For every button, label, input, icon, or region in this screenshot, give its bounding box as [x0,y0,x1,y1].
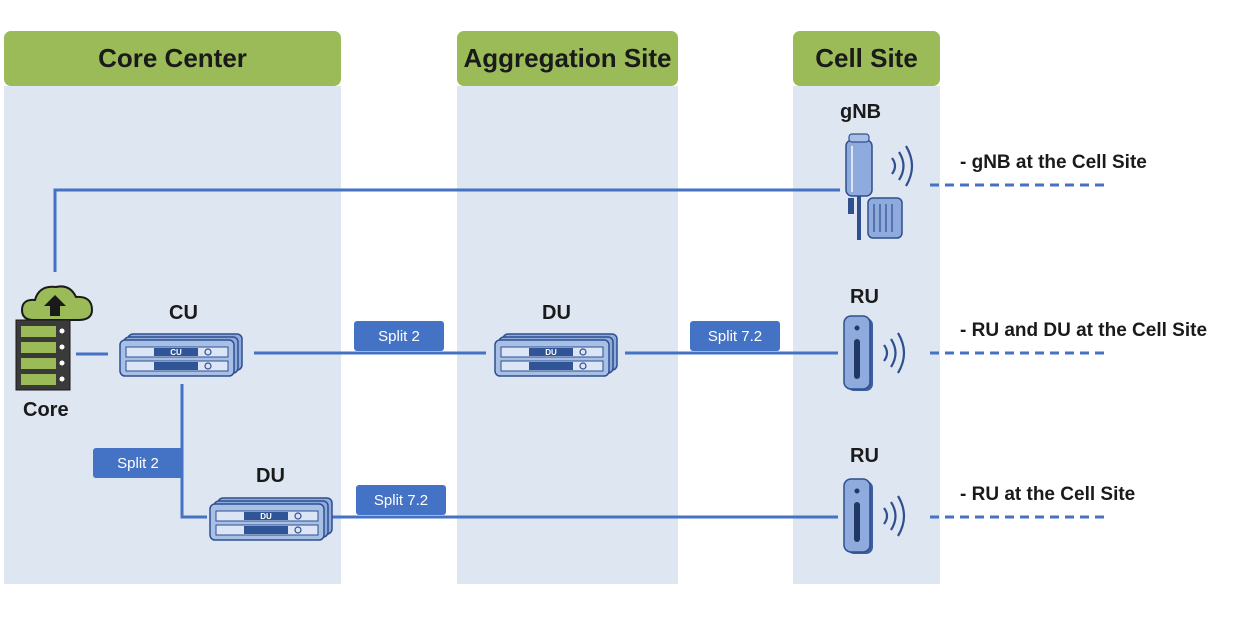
aggregation-site-header: Aggregation Site [457,31,678,86]
cu-server-icon: CU [119,333,243,377]
scenario-gnb-at-cell-site: - gNB at the Cell Site [960,152,1147,173]
core-to-gnb-link [53,188,840,272]
aggregation-du-server-icon: DU [494,333,618,377]
core-server-icon [15,285,94,391]
cu-box-text: CU [170,348,182,357]
split-2-label-top: Split 2 [354,321,444,351]
core-center-header: Core Center [4,31,341,86]
du-box-text: DU [545,348,557,357]
split-7-2-label-bottom: Split 7.2 [356,485,446,515]
aggregation-du-label: DU [542,302,571,324]
scenario-ru-at-cell-site: - RU at the Cell Site [960,484,1136,505]
core-center-du-server-icon: DU [209,497,333,541]
ru-middle-radio-icon [843,315,906,391]
du-box-text: DU [260,512,272,521]
gnb-antenna-icon [845,133,914,240]
core-center-du-label: DU [256,465,285,487]
split-7-2-label-top: Split 7.2 [690,321,780,351]
split-2-label-bottom: Split 2 [93,448,183,478]
ru-bottom-label: RU [850,445,879,467]
ru-bottom-radio-icon [843,478,906,554]
ru-middle-label: RU [850,286,879,308]
scenario-ru-du-at-cell-site: - RU and DU at the Cell Site [960,320,1208,341]
core-label: Core [23,399,69,421]
cell-site-header: Cell Site [793,31,940,86]
cu-label: CU [169,302,198,324]
gnb-label: gNB [840,101,882,123]
cu-to-core-du-link [180,384,207,519]
